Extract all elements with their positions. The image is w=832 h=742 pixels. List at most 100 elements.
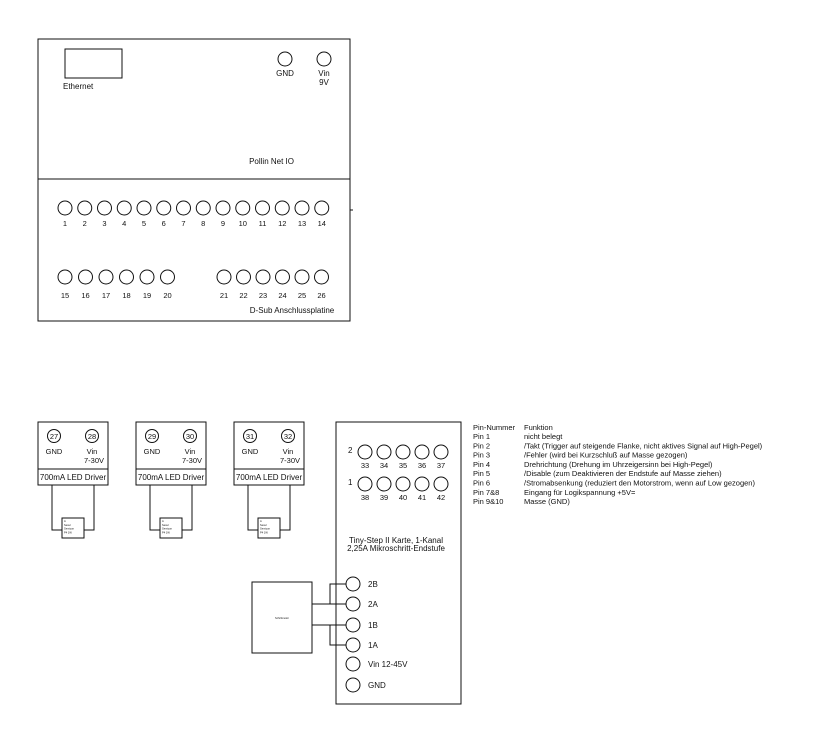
led-module-text: Semicon [64,527,75,531]
dsub-pin-label: 4 [122,219,126,228]
dsub-pin-label: 9 [221,219,225,228]
tinystep-pin-label: 38 [361,493,369,502]
tinystep-pin [414,444,430,460]
tinystep-pin [395,444,411,460]
tinystep-title-2: 2,25A Mikroschritt-Endstufe [347,544,445,553]
dsub-pin [216,269,232,285]
pollin-title: Pollin Net IO [249,157,294,166]
tinystep-pin-label: 42 [437,493,445,502]
dsub-pin [294,269,310,285]
dsub-pin [314,269,329,285]
pin-table-pin: Pin 9&10 [473,497,503,506]
driver-vin-pin [281,429,295,443]
tinystep-pin [357,444,373,460]
driver-vin-label: Vin [283,447,294,456]
tinystep-terminal-label: 1A [368,641,378,650]
pin-table-header-function: Funktion [524,423,553,432]
led-module-text: Seoul [260,523,267,527]
tinystep-terminal-label: 2A [368,600,378,609]
pin-table-function: nicht belegt [524,432,563,441]
pin-table-function: /Disable (zum Deaktivieren der Endstufe … [524,469,722,478]
led-module-text: A [64,519,66,523]
tinystep-terminal [345,656,361,672]
gnd-terminal [277,51,293,67]
driver-gnd-label: GND [144,447,161,456]
pin-table-header-pin: Pin-Nummer [473,423,516,432]
pin-table-pin: Pin 7&8 [473,488,499,497]
led-module-text: Semicon [162,527,173,531]
driver-gnd-label: GND [46,447,63,456]
tinystep-terminal-label: Vin 12-45V [368,660,408,669]
led-module-text: Semicon [260,527,271,531]
driver-vin-label: Vin [87,447,98,456]
driver-vin-range: 7-30V [280,456,300,465]
tinystep-pin-label: 41 [418,493,426,502]
tinystep-pin-label: 40 [399,493,407,502]
dsub-pin [314,200,330,216]
pin-table-function: /Takt (Trigger auf steigende Flanke, nic… [524,441,763,450]
dsub-pin-label: 21 [220,291,228,300]
driver-title: 700mA LED Driver [138,473,205,482]
gnd-label: GND [276,69,294,78]
tinystep-pin-label: 36 [418,461,426,470]
tinystep-terminal-label: 1B [368,621,378,630]
tinystep-terminal [345,637,361,653]
led-module-text: Seoul [162,523,169,527]
driver-title: 700mA LED Driver [236,473,303,482]
dsub-pin [294,200,310,216]
tinystep-pin [414,476,430,492]
driver-gnd-pin-number: 31 [246,432,254,441]
dsub-pin-label: 2 [83,219,87,228]
driver-vin-pin-number: 28 [88,432,96,441]
tinystep-pin-label: 39 [380,493,388,502]
vin-voltage-label: 9V [319,78,329,87]
dsub-pin-label: 1 [63,219,67,228]
driver-gnd-pin [145,429,159,443]
driver-vin-label: Vin [185,447,196,456]
dsub-pin [77,200,93,216]
tinystep-pin [395,476,411,492]
dsub-pin-label: 8 [201,219,205,228]
pin-table-pin: Pin 6 [473,479,490,488]
dsub-pin [275,269,290,285]
dsub-pin-label: 14 [318,219,326,228]
dsub-pin-label: 24 [278,291,286,300]
dsub-pin-label: 12 [278,219,286,228]
dsub-pin-label: 19 [143,291,151,300]
dsub-pin [57,269,73,285]
led-module [159,517,183,539]
dsub-pin [274,200,290,216]
dsub-pin [235,200,251,216]
driver-gnd-pin [243,429,257,443]
dsub-pin-label: 16 [81,291,89,300]
led-module [257,517,281,539]
tinystep-pin-label: 37 [437,461,445,470]
tinystep-terminal [345,677,361,693]
tinystep-pin-label: 33 [361,461,369,470]
dsub-pin [156,200,172,216]
tinystep-pin [376,476,392,492]
dsub-pin-label: 5 [142,219,146,228]
led-module [61,517,85,539]
dsub-pin-label: 18 [122,291,130,300]
dsub-pin [57,200,73,216]
dsub-pin-label: 7 [181,219,185,228]
dsub-pin [116,200,132,216]
dsub-title: D-Sub Anschlussplatine [250,306,335,315]
driver-vin-pin-number: 30 [186,432,194,441]
tinystep-terminal-label: 2B [368,580,378,589]
tinystep-terminal [345,617,361,633]
led-module-text: P4 1W [162,530,170,534]
ethernet-label: Ethernet [63,82,94,91]
tinystep-terminal [345,576,361,592]
vin-label: Vin [318,69,329,78]
vin-terminal [316,51,332,67]
led-module-text: P4 1W [260,530,268,534]
